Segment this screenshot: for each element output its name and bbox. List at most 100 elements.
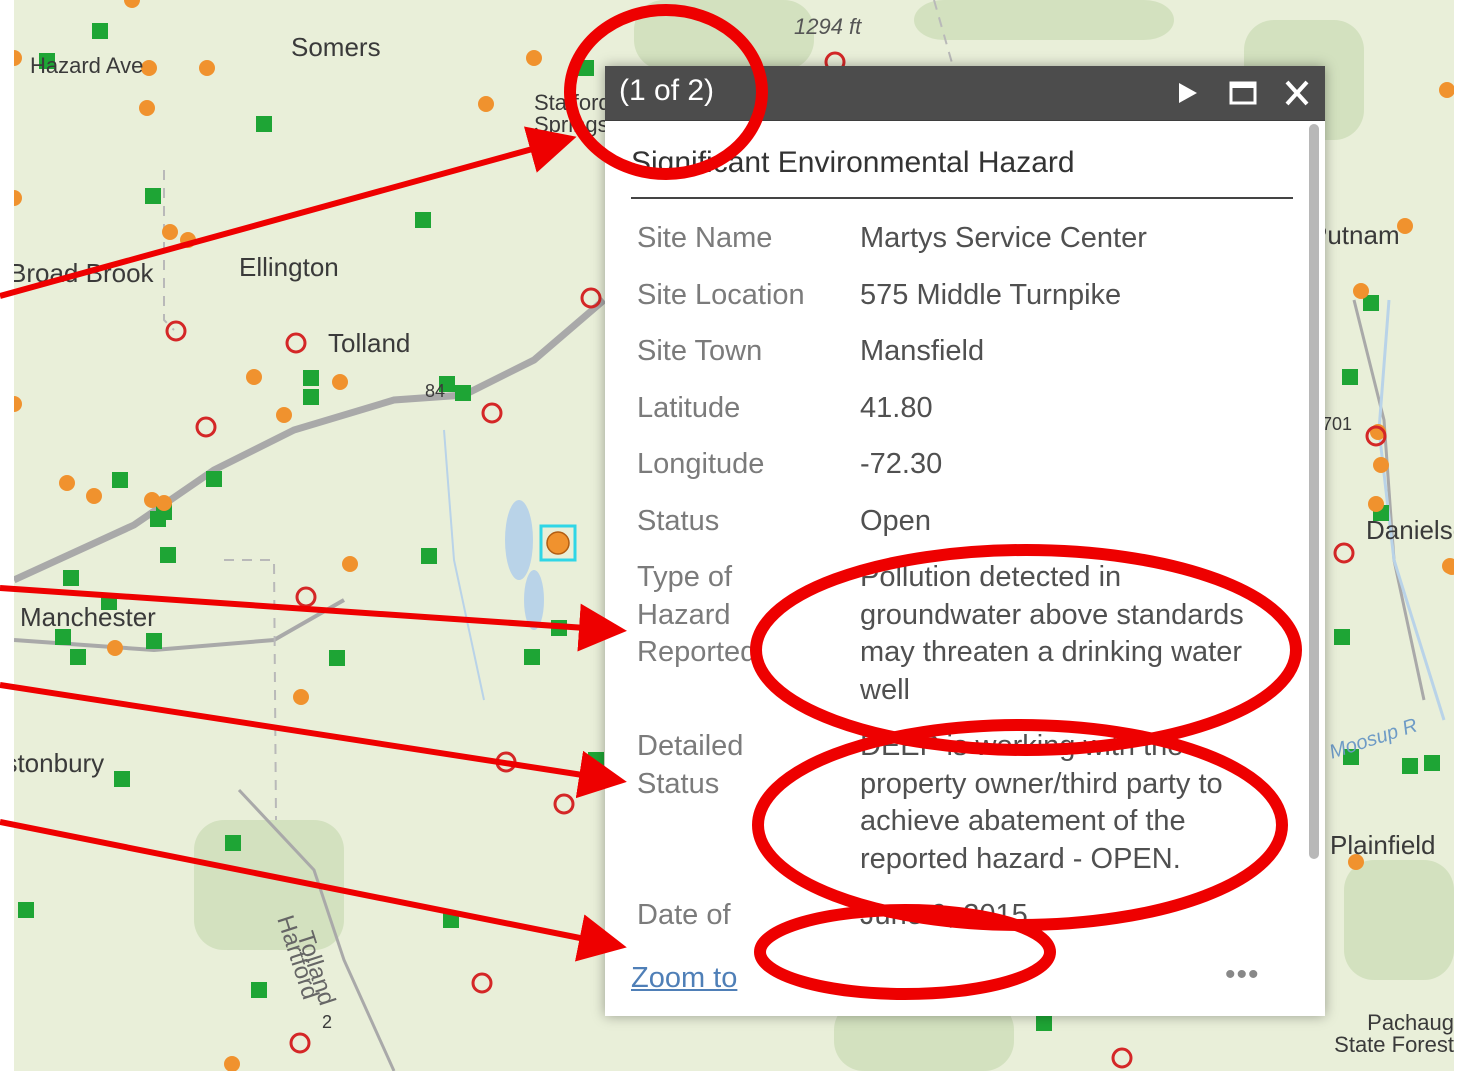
hazard-site-marker[interactable]	[478, 96, 494, 112]
place-label-manchester: Manchester	[20, 602, 156, 632]
hazard-site-marker[interactable]	[1363, 295, 1379, 311]
table-row: Date of June 9, 2015	[637, 897, 1287, 935]
hazard-site-marker[interactable]	[439, 376, 455, 392]
hazard-site-marker[interactable]	[160, 547, 176, 563]
field-value: DEEP is working with the property owner/…	[860, 730, 1223, 875]
close-button[interactable]	[1277, 72, 1317, 114]
hazard-site-marker[interactable]	[303, 370, 319, 386]
hazard-site-marker[interactable]	[39, 53, 55, 69]
next-feature-button[interactable]	[1167, 72, 1207, 114]
hazard-site-marker[interactable]	[180, 232, 196, 248]
hazard-site-marker[interactable]	[481, 402, 503, 424]
hazard-site-marker[interactable]	[1342, 369, 1358, 385]
hazard-site-marker[interactable]	[471, 972, 493, 994]
hazard-site-marker[interactable]	[114, 771, 130, 787]
hazard-site-marker[interactable]	[580, 287, 602, 309]
hazard-site-marker[interactable]	[107, 640, 123, 656]
scrollbar-thumb[interactable]	[1309, 124, 1319, 859]
hazard-site-marker[interactable]	[165, 320, 187, 342]
table-row: Longitude -72.30	[637, 446, 1287, 503]
hazard-site-marker[interactable]	[303, 389, 319, 405]
hazard-site-marker[interactable]	[86, 488, 102, 504]
hazard-site-marker[interactable]	[63, 570, 79, 586]
hazard-site-marker[interactable]	[14, 396, 22, 412]
hazard-site-marker[interactable]	[1365, 425, 1387, 447]
hazard-site-marker[interactable]	[342, 556, 358, 572]
hazard-site-marker[interactable]	[553, 793, 575, 815]
hazard-site-marker[interactable]	[246, 369, 262, 385]
field-label: Status	[637, 504, 720, 537]
hazard-site-marker[interactable]	[1343, 749, 1359, 765]
hazard-site-marker[interactable]	[289, 1032, 311, 1054]
road	[1352, 299, 1426, 701]
table-row: Status Open	[637, 503, 1287, 560]
hazard-site-marker[interactable]	[145, 188, 161, 204]
road-label-hazard-ave: Hazard Ave	[30, 53, 144, 78]
hazard-site-marker[interactable]	[293, 689, 309, 705]
hazard-site-marker[interactable]	[14, 50, 22, 66]
hazard-site-marker[interactable]	[1348, 854, 1364, 870]
hazard-site-marker[interactable]	[156, 495, 172, 511]
hazard-site-marker[interactable]	[526, 50, 542, 66]
hazard-site-marker[interactable]	[224, 1056, 240, 1071]
hazard-site-marker[interactable]	[1334, 629, 1350, 645]
zoom-to-link[interactable]: Zoom to	[631, 962, 738, 994]
hazard-site-marker[interactable]	[443, 912, 459, 928]
maximize-button[interactable]	[1223, 72, 1263, 114]
hazard-site-marker[interactable]	[92, 23, 108, 39]
forest-area	[194, 820, 344, 950]
hazard-site-marker[interactable]	[1036, 1015, 1052, 1031]
hazard-site-marker[interactable]	[112, 472, 128, 488]
hazard-site-marker[interactable]	[332, 374, 348, 390]
hazard-site-marker[interactable]	[55, 629, 71, 645]
hazard-site-marker[interactable]	[329, 650, 345, 666]
hazard-site-marker[interactable]	[256, 116, 272, 132]
route-label-2: 2	[322, 1012, 333, 1032]
hazard-site-marker[interactable]	[1424, 755, 1440, 771]
hazard-site-marker[interactable]	[146, 633, 162, 649]
place-label-ellington: Ellington	[239, 252, 339, 282]
hazard-site-marker[interactable]	[195, 416, 217, 438]
hazard-site-marker[interactable]	[141, 60, 157, 76]
hazard-site-marker[interactable]	[285, 332, 307, 354]
hazard-site-marker[interactable]	[225, 835, 241, 851]
hazard-site-marker[interactable]	[1368, 496, 1384, 512]
hazard-site-marker[interactable]	[70, 649, 86, 665]
hazard-site-marker[interactable]	[1373, 457, 1389, 473]
hazard-site-marker[interactable]	[1402, 758, 1418, 774]
field-value: Mansfield	[860, 335, 985, 367]
hazard-site-marker[interactable]	[421, 548, 437, 564]
hazard-site-marker[interactable]	[124, 0, 140, 8]
attribute-table: Site Name Martys Service Center Site Loc…	[637, 220, 1287, 935]
hazard-site-marker[interactable]	[551, 620, 567, 636]
field-value: Pollution detected in groundwater above …	[860, 561, 1244, 706]
hazard-site-marker[interactable]	[276, 407, 292, 423]
selection-highlight[interactable]	[539, 524, 577, 562]
hazard-site-marker[interactable]	[524, 649, 540, 665]
hazard-site-marker[interactable]	[199, 60, 215, 76]
hazard-site-marker[interactable]	[18, 902, 34, 918]
hazard-site-marker[interactable]	[251, 982, 267, 998]
hazard-site-marker[interactable]	[59, 475, 75, 491]
table-row: Site Name Martys Service Center	[637, 220, 1287, 277]
hazard-site-marker[interactable]	[588, 752, 604, 768]
hazard-site-marker[interactable]	[144, 492, 160, 508]
route-label-701: 701	[1322, 414, 1353, 434]
forest-area	[914, 0, 1174, 40]
hazard-site-marker[interactable]	[162, 224, 178, 240]
hazard-site-marker[interactable]	[206, 471, 222, 487]
hazard-site-marker[interactable]	[1397, 218, 1413, 234]
more-actions-button[interactable]: •••	[1225, 958, 1260, 991]
hazard-site-marker[interactable]	[578, 60, 594, 76]
hazard-site-marker[interactable]	[1353, 283, 1369, 299]
hazard-site-marker[interactable]	[1439, 82, 1454, 98]
selected-site-marker[interactable]	[546, 531, 570, 555]
hazard-site-marker[interactable]	[139, 100, 155, 116]
feature-popup[interactable]: (1 of 2) Significant Environmental Hazar…	[605, 66, 1325, 1016]
hazard-site-marker[interactable]	[415, 212, 431, 228]
hazard-site-marker[interactable]	[1111, 1047, 1133, 1069]
hazard-site-marker[interactable]	[1442, 558, 1454, 574]
hazard-site-marker[interactable]	[455, 385, 471, 401]
route-label-84: 84	[425, 381, 446, 401]
hazard-site-marker[interactable]	[1333, 542, 1355, 564]
